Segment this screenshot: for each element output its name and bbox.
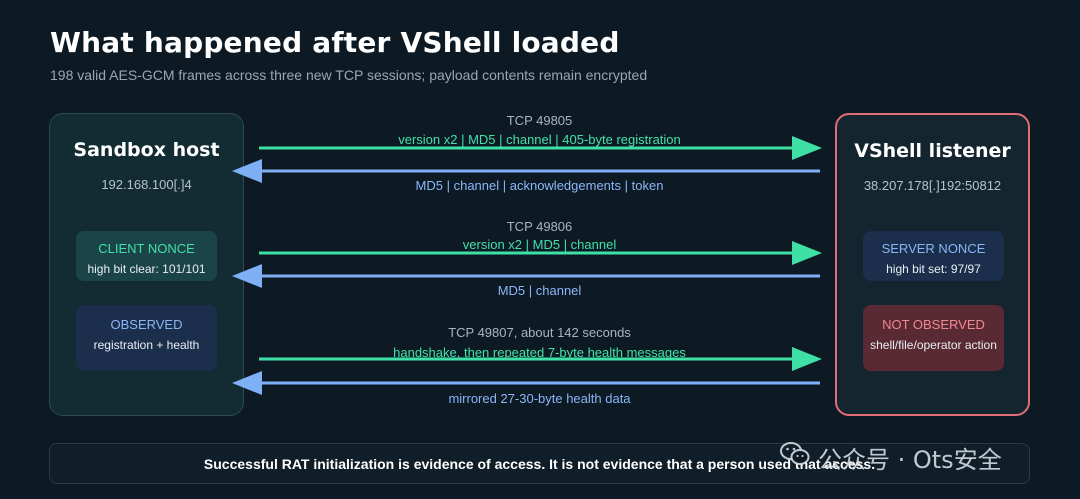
session-2-inbound-arrow <box>232 264 820 288</box>
server-nonce-box: SERVER NONCE high bit set: 97/97 <box>863 231 1004 281</box>
not-observed-box: NOT OBSERVED shell/file/operator action <box>863 305 1004 371</box>
session-2-inbound-label: MD5 | channel <box>497 283 582 298</box>
vshell-listener-address: 38.207.178[.]192:50812 <box>863 178 1002 193</box>
session-1-inbound-label: MD5 | channel | acknowledgements | token <box>415 178 664 193</box>
session-3-outbound-label: handshake, then repeated 7-byte health m… <box>393 345 686 360</box>
footer-note: Successful RAT initialization is evidenc… <box>49 443 1030 484</box>
client-nonce-box: CLIENT NONCE high bit clear: 101/101 <box>76 231 217 281</box>
session-3-outbound-arrow <box>259 347 822 371</box>
page-subtitle: 198 valid AES-GCM frames across three ne… <box>50 67 648 83</box>
server-nonce-value: high bit set: 97/97 <box>886 262 981 276</box>
session-2-outbound-label: version x2 | MD5 | channel <box>462 237 617 252</box>
client-nonce-label: CLIENT NONCE <box>98 241 195 256</box>
not-observed-label: NOT OBSERVED <box>882 317 985 332</box>
page-title: What happened after VShell loaded <box>50 26 620 59</box>
sandbox-host-panel: Sandbox host 192.168.100[.]4 CLIENT NONC… <box>49 113 244 416</box>
vshell-listener-panel: VShell listener 38.207.178[.]192:50812 S… <box>835 113 1030 416</box>
session-3-inbound-arrow <box>232 371 820 395</box>
vshell-listener-title: VShell listener <box>854 140 1011 162</box>
session-1-outbound-arrow <box>259 136 822 160</box>
session-2-outbound-arrow <box>259 241 822 265</box>
server-nonce-label: SERVER NONCE <box>881 241 986 256</box>
session-1-inbound-arrow <box>232 159 820 183</box>
observed-box: OBSERVED registration + health <box>76 305 217 371</box>
session-3-inbound-label: mirrored 27-30-byte health data <box>448 391 631 406</box>
session-1-port: TCP 49805 <box>506 113 573 128</box>
sandbox-host-address: 192.168.100[.]4 <box>101 177 192 192</box>
client-nonce-value: high bit clear: 101/101 <box>87 262 206 276</box>
session-2-port: TCP 49806 <box>506 219 573 234</box>
not-observed-value: shell/file/operator action <box>870 338 997 352</box>
watermark-text: 公众号 · Ots安全 <box>818 445 1002 474</box>
observed-value: registration + health <box>93 338 200 352</box>
observed-label: OBSERVED <box>110 317 183 332</box>
watermark: 公众号 · Ots安全 <box>780 440 1002 474</box>
session-1-outbound-label: version x2 | MD5 | channel | 405-byte re… <box>398 132 681 147</box>
wechat-icon <box>780 441 810 473</box>
session-3-port: TCP 49807, about 142 seconds <box>448 325 631 340</box>
sandbox-host-title: Sandbox host <box>73 139 220 161</box>
